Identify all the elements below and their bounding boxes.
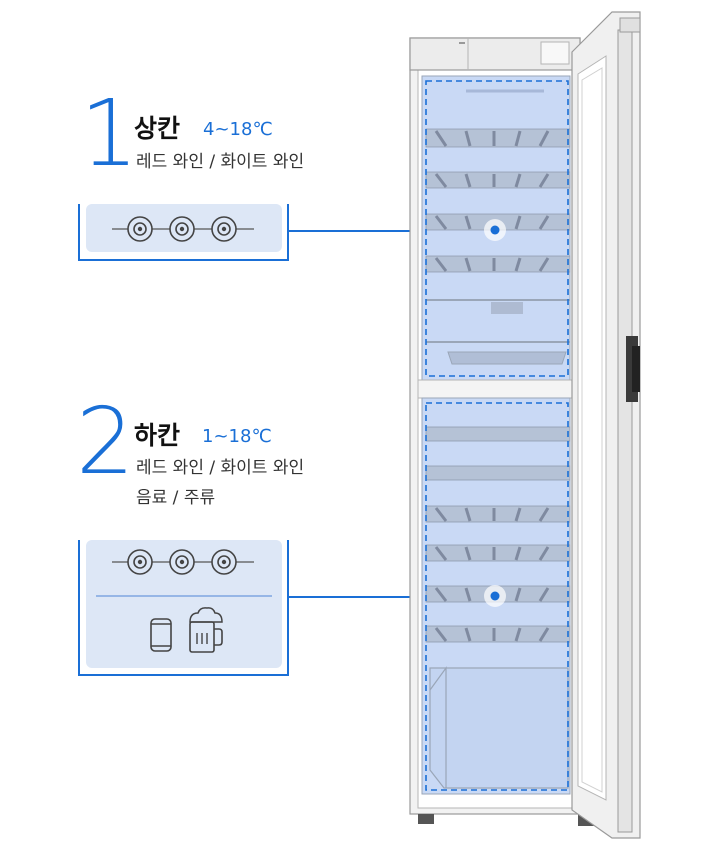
wine-bottle-icon	[211, 216, 237, 242]
section-2-description-2: 음료 / 주류	[136, 488, 216, 508]
section-2-leader-line	[287, 596, 495, 598]
beer-mug-icon	[189, 607, 223, 653]
section-1-title: 상칸	[134, 114, 181, 143]
section-2-bracket	[78, 540, 289, 676]
wine-bottle-icon	[169, 216, 195, 242]
section-1-temperature: 4~18℃	[203, 119, 273, 140]
section-1-icons	[112, 216, 254, 242]
section-2-icons	[96, 549, 272, 653]
section-2-number: 2	[76, 388, 135, 495]
section-1-bracket	[78, 204, 289, 261]
section-1-leader-line	[287, 230, 495, 232]
section-2-icon-card	[86, 540, 282, 668]
wine-bottle-icon	[211, 549, 237, 575]
can-icon	[150, 618, 172, 652]
section-2-title: 하칸	[134, 421, 181, 450]
section-1-marker	[484, 219, 506, 241]
wine-bottle-icon	[169, 549, 195, 575]
wine-bottle-icon	[127, 216, 153, 242]
section-1-icon-card	[86, 204, 282, 252]
open-door	[571, 11, 641, 839]
wine-bottle-icon	[127, 549, 153, 575]
compartment-divider	[417, 379, 575, 399]
section-1-description: 레드 와인 / 화이트 와인	[136, 152, 305, 172]
section-1-number: 1	[80, 80, 139, 187]
section-2-description-1: 레드 와인 / 화이트 와인	[136, 458, 305, 478]
section-2-temperature: 1~18℃	[202, 426, 272, 447]
section-2-marker	[484, 585, 506, 607]
